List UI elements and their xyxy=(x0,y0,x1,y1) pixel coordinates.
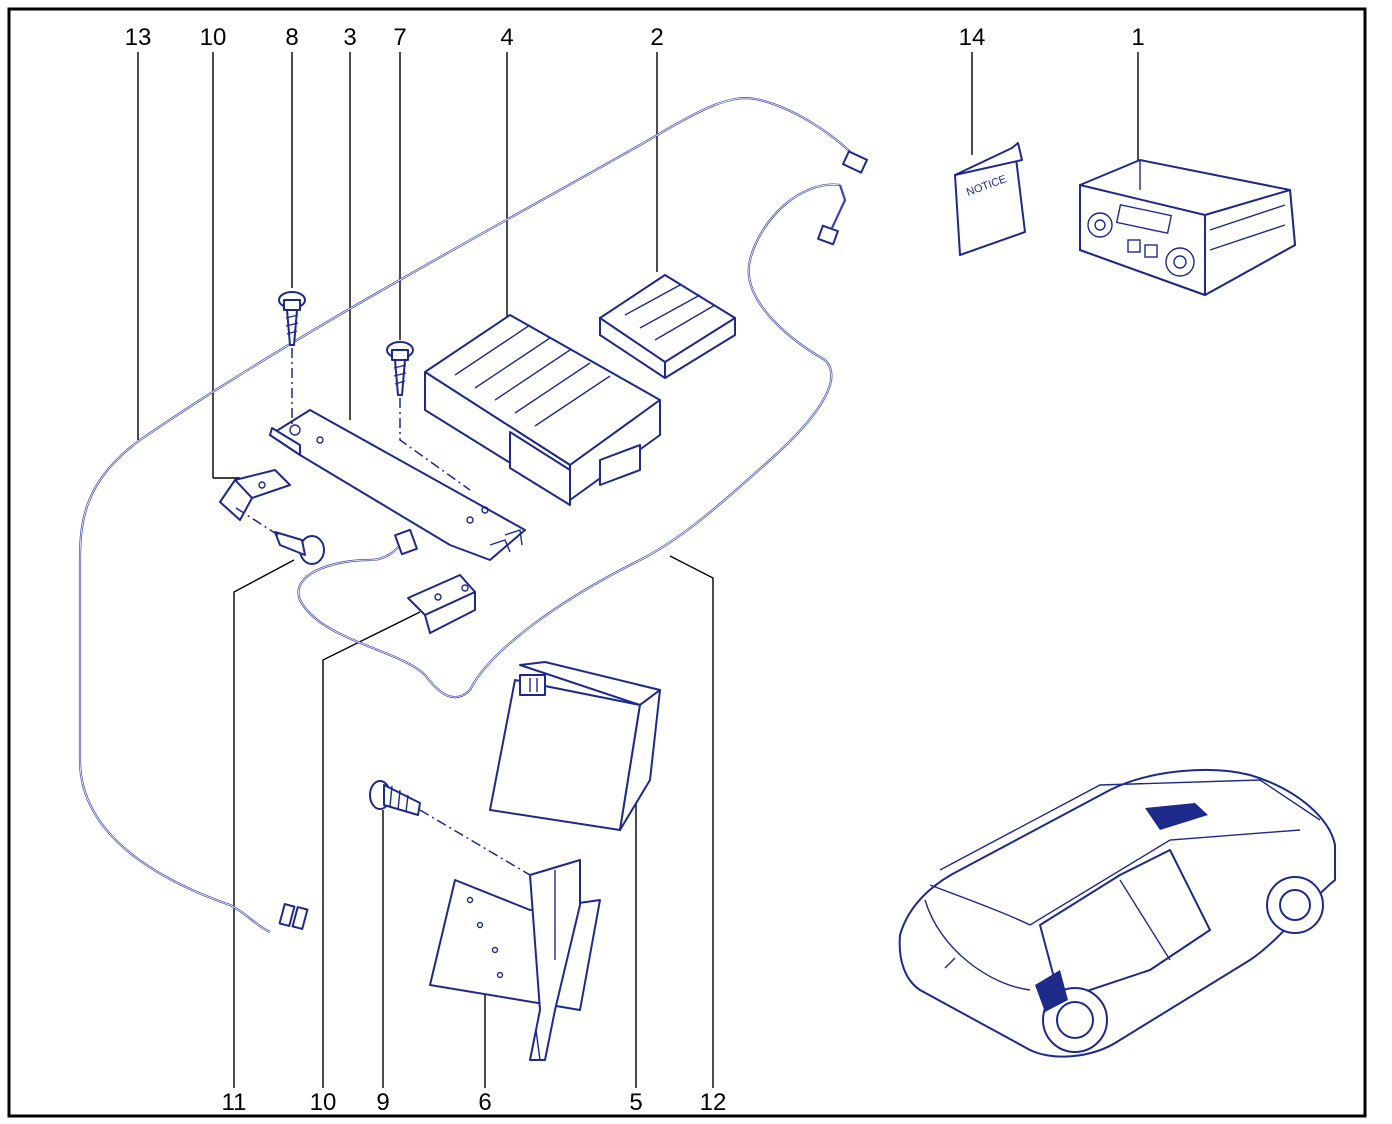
radio-head-unit xyxy=(1079,159,1296,296)
callout-8: 8 xyxy=(285,24,298,51)
clip-10-upper xyxy=(219,469,291,521)
cable-13 xyxy=(78,97,869,933)
bracket-3 xyxy=(269,409,526,561)
module-2 xyxy=(599,274,736,379)
callout-2: 2 xyxy=(650,24,663,51)
screw-8 xyxy=(278,291,306,428)
callout-1: 1 xyxy=(1131,24,1144,51)
callout-4: 4 xyxy=(500,24,513,51)
notice-booklet: NOTICE xyxy=(954,142,1026,256)
amplifier-box xyxy=(424,314,661,506)
screw-7 xyxy=(386,341,471,491)
callout-12: 12 xyxy=(700,1089,727,1116)
screw-9 xyxy=(369,780,536,879)
callout-3: 3 xyxy=(343,24,356,51)
clip-10-lower xyxy=(407,574,476,634)
frame-border xyxy=(7,7,1367,1118)
cable-12 xyxy=(297,183,847,699)
rear-module-highlight xyxy=(1035,970,1068,1012)
callout-6: 6 xyxy=(478,1089,491,1116)
vehicle-location-view xyxy=(898,769,1336,1058)
callout-9: 9 xyxy=(376,1089,389,1116)
callout-13: 13 xyxy=(125,24,152,51)
bracket-6 xyxy=(429,859,601,1061)
callout-7: 7 xyxy=(393,24,406,51)
callout-5: 5 xyxy=(629,1089,642,1116)
callout-11: 11 xyxy=(222,1089,247,1116)
roof-module-highlight xyxy=(1145,803,1208,830)
callout-10-top: 10 xyxy=(200,24,227,51)
callout-10-bottom: 10 xyxy=(310,1089,337,1116)
receiver-box-5 xyxy=(489,661,661,831)
screw-11 xyxy=(235,507,325,565)
leader-lines xyxy=(137,52,1139,1088)
callout-14: 14 xyxy=(959,24,986,51)
